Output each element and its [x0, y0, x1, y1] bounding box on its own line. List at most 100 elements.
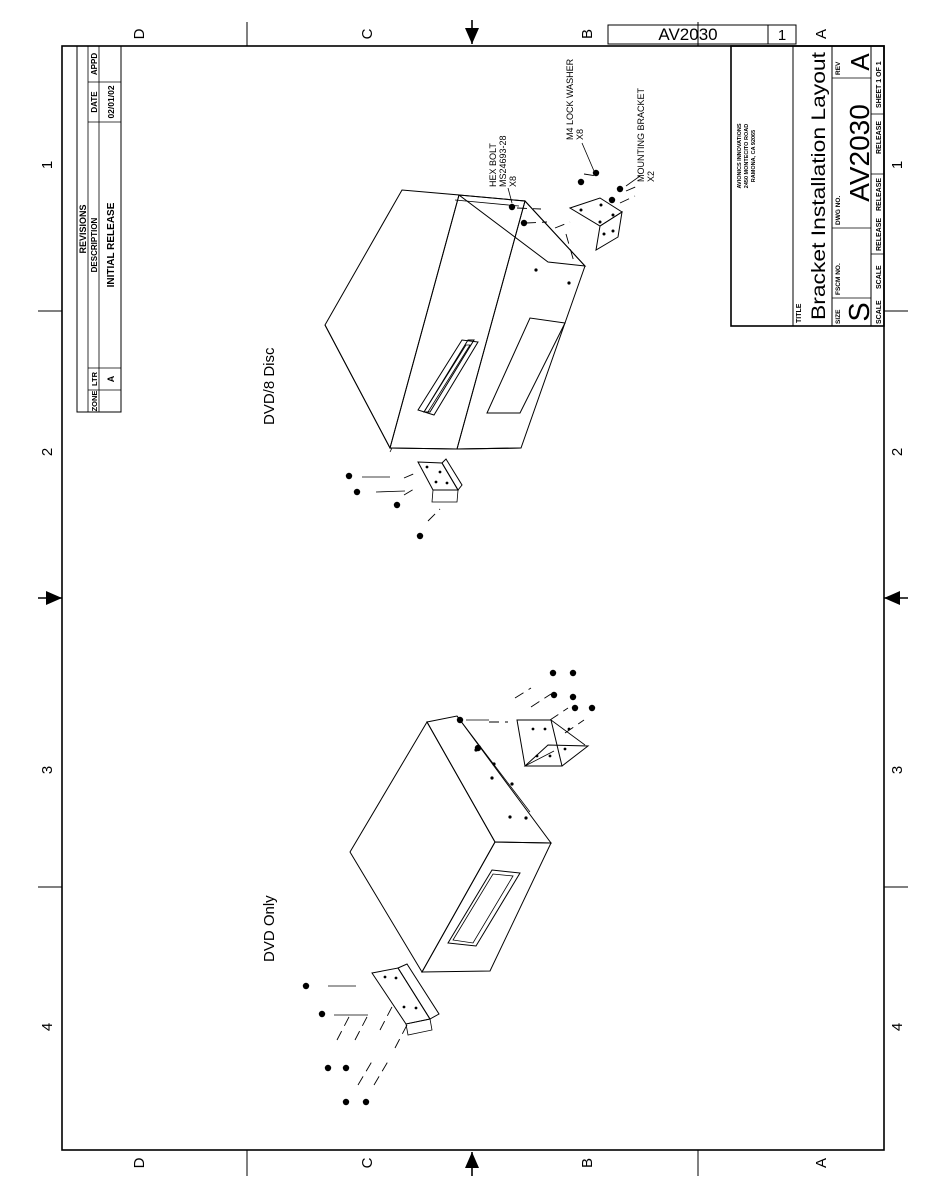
bolt-icon	[588, 704, 596, 712]
callout-lock-washer: M4 LOCK WASHER X8	[565, 58, 595, 172]
rev-row-description: INITIAL RELEASE	[106, 202, 117, 287]
view-label-dvd-only: DVD Only	[261, 895, 278, 962]
rev-label: REV	[835, 61, 842, 75]
bolt-icon	[569, 693, 577, 701]
sheet-label: SHEET 1 OF 1	[876, 61, 883, 108]
zone-letter-bottom-a: A	[813, 1158, 830, 1168]
fscm-label: FSCM NO.	[835, 263, 842, 295]
bolt-icon	[549, 669, 557, 677]
size-label: SIZE	[835, 309, 842, 324]
zone-number-left-4: 4	[39, 1023, 56, 1031]
company-line-1: AVIONICS INNOVATIONS	[737, 123, 743, 188]
zone-number-left-1: 1	[39, 161, 56, 169]
callout-mounting-bracket-2: X2	[646, 171, 656, 182]
top-zone-ticks	[38, 22, 908, 1176]
zone-number-left-3: 3	[39, 766, 56, 774]
bolt-icon	[577, 178, 585, 186]
callout-lock-washer-2: X8	[575, 129, 585, 140]
zone-letter-bottom-d: D	[131, 1157, 148, 1168]
bolt-icon	[520, 219, 528, 227]
bolt-icon	[302, 982, 310, 990]
release-value: RELEASE	[876, 178, 883, 211]
bolt-icon	[416, 532, 424, 540]
zone-number-left-2: 2	[39, 448, 56, 456]
dvd8-bracket-left	[362, 458, 463, 522]
dvd8-unit	[324, 189, 587, 453]
release-label: RELEASE	[876, 218, 883, 251]
zone-number-right-4: 4	[889, 1023, 906, 1031]
callout-hex-bolt-3: X8	[508, 176, 518, 187]
view-label-dvd8: DVD/8 Disc	[261, 347, 278, 425]
center-arrow-bottom	[465, 1152, 479, 1176]
rev-value: A	[845, 53, 875, 71]
dvd-only-bracket-right	[466, 687, 590, 767]
rev-row-ltr: A	[106, 375, 116, 382]
bolt-icon	[592, 169, 600, 177]
zone-numbers-left: 1 2 3 4	[39, 161, 56, 1031]
dvd-only-bracket-left	[328, 963, 440, 1086]
bolt-icon	[608, 196, 616, 204]
scale-label: SCALE	[876, 300, 883, 324]
revisions-table: REVISIONS ZONE LTR DESCRIPTION DATE APPD…	[76, 45, 122, 413]
bolt-icon	[345, 472, 353, 480]
zone-letter-bottom-b: B	[579, 1158, 596, 1168]
size-value: S	[844, 302, 876, 321]
center-arrow-right	[884, 591, 908, 605]
zone-letter-top-b: B	[579, 29, 596, 39]
dvd8-bolts-right	[508, 169, 624, 227]
dvd8-bracket-right	[516, 173, 641, 263]
rev-header-description: DESCRIPTION	[90, 217, 99, 272]
bolt-icon	[616, 185, 624, 193]
title-label: TITLE	[796, 303, 803, 323]
zone-number-right-3: 3	[889, 766, 906, 774]
dvd8-window-lower	[486, 317, 566, 414]
bolt-icon	[508, 203, 516, 211]
bolt-icon	[353, 488, 361, 496]
rev-row-date: 02/01/02	[106, 85, 116, 118]
bolt-icon	[324, 1064, 332, 1072]
zone-letter-bottom-c: C	[359, 1157, 376, 1168]
scale-value: SCALE	[876, 265, 883, 289]
sheet-border	[61, 45, 885, 1151]
callout-mounting-bracket: MOUNTING BRACKET X2	[625, 87, 656, 187]
bolt-icon	[342, 1064, 350, 1072]
bolt-icon	[571, 704, 579, 712]
center-arrow-top	[465, 20, 479, 44]
bolt-icon	[362, 1098, 370, 1106]
dvd8-bolts-left	[345, 472, 424, 540]
corner-dwg-number: AV2030	[658, 25, 717, 44]
center-arrow-left	[38, 591, 62, 605]
zone-letter-top-c: C	[359, 28, 376, 39]
rev-header-zone: ZONE	[90, 391, 99, 412]
dvd-only-window	[447, 869, 521, 947]
dvd8-window-upper	[417, 339, 479, 416]
callout-lock-washer-1: M4 LOCK WASHER	[565, 58, 575, 140]
bolt-icon	[569, 669, 577, 677]
callout-hex-bolt: HEX BOLT MS24693-28 X8	[488, 135, 518, 204]
callout-hex-bolt-1: HEX BOLT	[488, 143, 498, 187]
dwg-number: AV2030	[844, 104, 875, 202]
bolt-icon	[342, 1098, 350, 1106]
corner-dwg-box: AV2030 1	[607, 24, 797, 45]
zone-letter-top-a: A	[813, 29, 830, 39]
bolt-icon	[393, 501, 401, 509]
bolt-icon	[456, 716, 464, 724]
dwg-label: DWG NO.	[835, 196, 842, 225]
bolt-icon	[318, 1010, 326, 1018]
company-line-2: 2450 MONTECITO ROAD	[744, 124, 750, 188]
rev-header-date: DATE	[90, 91, 99, 113]
release-value-2: RELEASE	[876, 121, 883, 154]
callout-mounting-bracket-1: MOUNTING BRACKET	[636, 87, 646, 182]
zone-numbers-right: 1 2 3 4	[889, 161, 906, 1031]
dvd-only-bolts-right	[456, 669, 596, 752]
callout-hex-bolt-2: MS24693-28	[498, 135, 508, 187]
company-line-3: RAMONA, CA 92065	[751, 130, 757, 182]
zone-letters-bottom: D C B A	[131, 1157, 830, 1168]
bolt-icon	[474, 744, 482, 752]
zone-number-right-2: 2	[889, 448, 906, 456]
corner-sheet-number: 1	[778, 27, 786, 44]
dvd-only-bolts-left	[302, 982, 370, 1106]
title-block: AVIONICS INNOVATIONS 2450 MONTECITO ROAD…	[730, 45, 885, 327]
drawing-title: Bracket Installation Layout	[809, 51, 830, 320]
